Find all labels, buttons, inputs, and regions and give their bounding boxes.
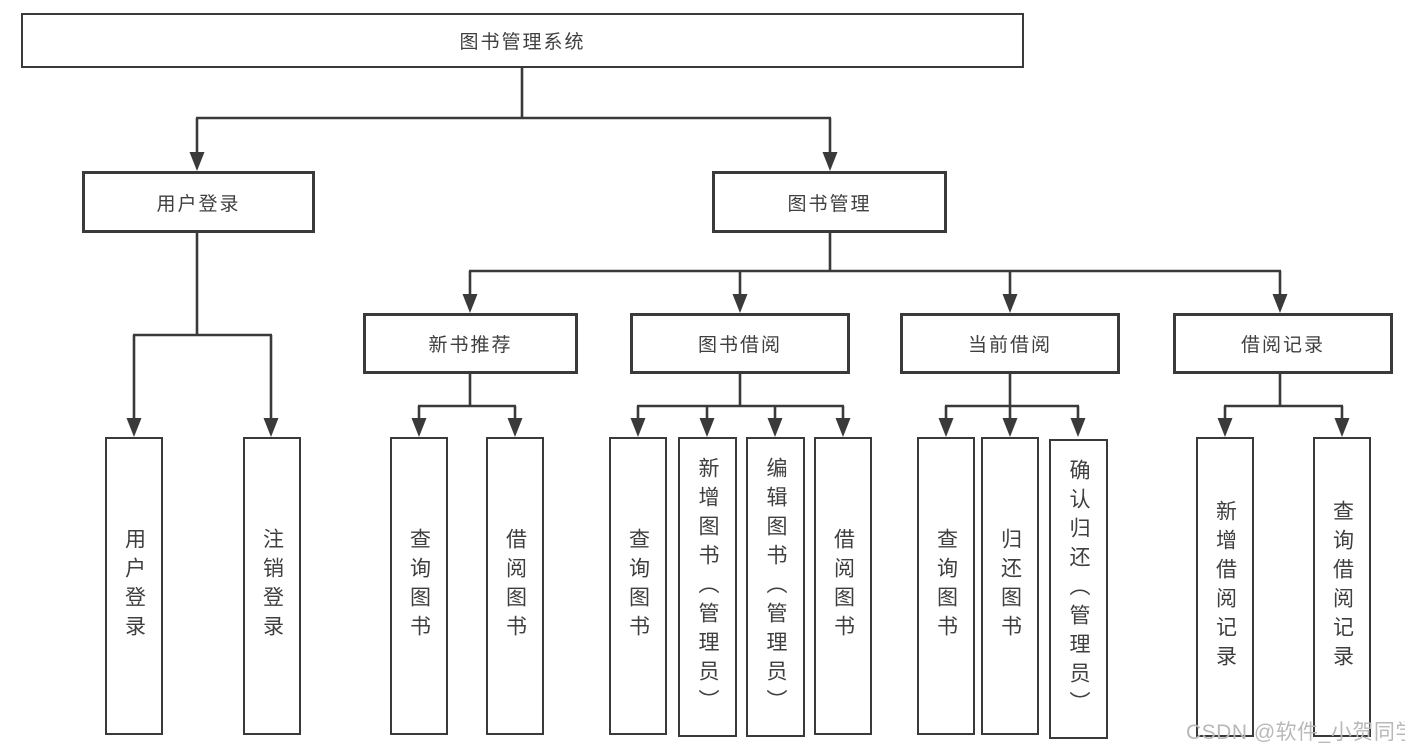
leaf-label: 用户登录	[122, 528, 146, 644]
node-new-book-recommend: 新书推荐	[363, 313, 578, 374]
leaf-logout-login: 注销登录	[243, 437, 301, 735]
node-label: 当前借阅	[967, 335, 1052, 356]
node-label: 用户登录	[156, 193, 241, 215]
leaf-label: 新增借阅记录	[1213, 500, 1237, 674]
node-library-management-system: 图书管理系统	[21, 13, 1024, 68]
leaf-label: 归还图书	[998, 528, 1022, 644]
leaf-user-login: 用户登录	[105, 437, 163, 735]
leaf-label: 注销登录	[260, 528, 284, 644]
node-label: 图书借阅	[697, 335, 782, 356]
leaf-label: 借阅图书	[831, 528, 855, 644]
node-book-management: 图书管理	[712, 171, 947, 233]
connector-book-borrow-children	[630, 374, 851, 437]
leaf-add-borrow-record: 新增借阅记录	[1196, 437, 1254, 737]
leaf-return-books: 归还图书	[981, 437, 1039, 735]
node-label: 图书管理系统	[459, 32, 586, 53]
leaf-query-books-borrow: 查询图书	[609, 437, 667, 735]
leaf-label: 查询借阅记录	[1330, 500, 1354, 674]
leaf-label: 确认归还（管理员）	[1067, 458, 1090, 720]
leaf-borrow-books-recommend: 借阅图书	[486, 437, 544, 735]
leaf-query-borrow-record: 查询借阅记录	[1313, 437, 1371, 737]
leaf-label: 查询图书	[626, 528, 650, 644]
leaf-query-books-current: 查询图书	[917, 437, 975, 735]
connector-user-login-children	[126, 233, 279, 437]
leaf-confirm-return-admin: 确认归还（管理员）	[1049, 439, 1108, 739]
leaf-label: 编辑图书（管理员）	[764, 456, 787, 718]
leaf-edit-books-admin: 编辑图书（管理员）	[746, 437, 805, 737]
connector-book-management-children	[462, 233, 1288, 313]
leaf-label: 借阅图书	[503, 528, 527, 644]
connector-borrow-record-children	[1217, 374, 1350, 437]
leaf-borrow-books: 借阅图书	[814, 437, 872, 735]
node-label: 新书推荐	[428, 335, 513, 356]
leaf-label: 查询图书	[407, 528, 431, 644]
connector-current-borrow-children	[938, 374, 1086, 437]
leaf-label: 查询图书	[934, 528, 958, 644]
csdn-watermark: CSDN @软件_小贺同学	[1186, 721, 1405, 744]
node-user-login: 用户登录	[82, 171, 315, 233]
node-label: 借阅记录	[1240, 335, 1325, 356]
node-current-borrow: 当前借阅	[900, 313, 1120, 374]
leaf-label: 新增图书（管理员）	[696, 456, 719, 718]
leaf-query-books-recommend: 查询图书	[390, 437, 448, 735]
leaf-add-books-admin: 新增图书（管理员）	[678, 437, 737, 737]
node-label: 图书管理	[787, 193, 872, 215]
connector-root-to-level2	[189, 68, 838, 171]
node-borrow-record: 借阅记录	[1173, 313, 1393, 374]
node-book-borrow: 图书借阅	[630, 313, 850, 374]
connector-new-book-children	[411, 374, 523, 437]
